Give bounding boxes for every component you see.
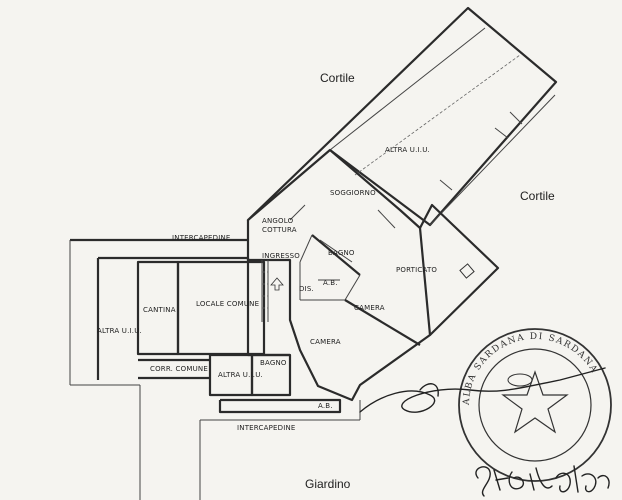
room-ab-upper: A.B.	[323, 279, 338, 287]
room-altra-uiu-left: ALTRA U.I.U.	[97, 327, 142, 335]
room-soggiorno: SOGGIORNO	[330, 189, 376, 197]
seal-star-icon	[501, 370, 569, 434]
cortile-top-label: Cortile	[320, 71, 355, 85]
room-altra-uiu-top: ALTRA U.I.U.	[385, 146, 430, 154]
house-entry-icon	[270, 277, 284, 291]
room-locale-comune: LOCALE COMUNE	[196, 300, 259, 308]
room-ingresso: INGRESSO	[262, 252, 300, 260]
room-camera-lower: CAMERA	[310, 338, 341, 346]
room-ab-lower: A.B.	[318, 402, 333, 410]
room-bagno-upper: BAGNO	[328, 249, 355, 257]
upper-right-block	[246, 6, 558, 227]
room-intercapedine-top: INTERCAPEDINE	[172, 234, 231, 242]
room-intercapedine-bottom: INTERCAPEDINE	[237, 424, 296, 432]
labels: Cortile Cortile Giardino ALTRA U.I.U. SO…	[97, 71, 555, 491]
giardino-label: Giardino	[305, 477, 351, 491]
signature-scribble	[359, 367, 606, 413]
porticato-column-icon	[459, 263, 475, 279]
lower-boundary	[139, 385, 361, 500]
room-angolo-cottura-2: COTTURA	[262, 226, 297, 234]
room-cantina: CANTINA	[143, 306, 176, 314]
cortile-right-label: Cortile	[520, 189, 555, 203]
room-corr-comune: CORR. COMUNE	[150, 365, 208, 373]
room-bagno-lower: BAGNO	[260, 359, 287, 367]
room-porticato: PORTICATO	[396, 266, 437, 274]
apartment-walls	[246, 149, 500, 402]
room-angolo-cottura-1: ANGOLO	[262, 217, 294, 225]
room-dis: DIS.	[299, 285, 314, 293]
official-seal: ALBA SARDANA DI SARDANA	[458, 328, 612, 482]
common-block	[69, 238, 292, 397]
signature-name	[475, 465, 610, 497]
room-camera-upper: CAMERA	[354, 304, 385, 312]
room-altra-uiu-lower: ALTRA U.I.U.	[218, 371, 263, 379]
